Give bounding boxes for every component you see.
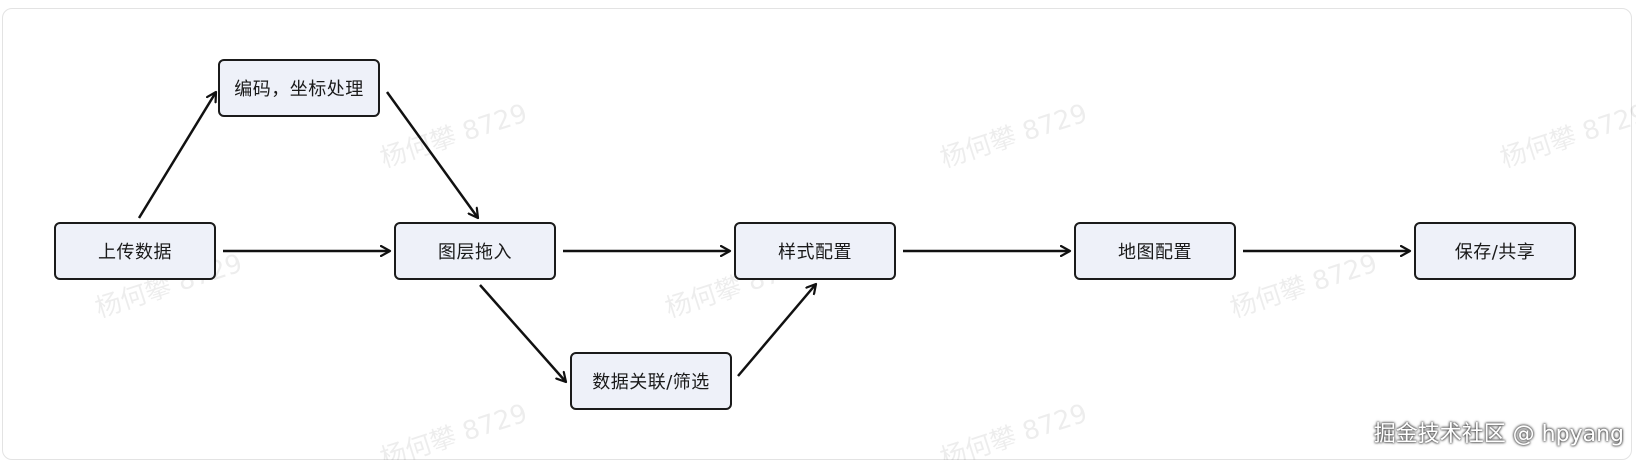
source-credit: 掘金技术社区 @ hpyang — [1373, 422, 1624, 447]
node-map-config: 地图配置 — [1074, 222, 1236, 280]
node-save-share: 保存/共享 — [1414, 222, 1576, 280]
node-layer-drag: 图层拖入 — [394, 222, 556, 280]
node-data-join-filter: 数据关联/筛选 — [570, 352, 732, 410]
node-encode-coordinates: 编码，坐标处理 — [218, 59, 380, 117]
node-upload-data: 上传数据 — [54, 222, 216, 280]
node-style-config: 样式配置 — [734, 222, 896, 280]
